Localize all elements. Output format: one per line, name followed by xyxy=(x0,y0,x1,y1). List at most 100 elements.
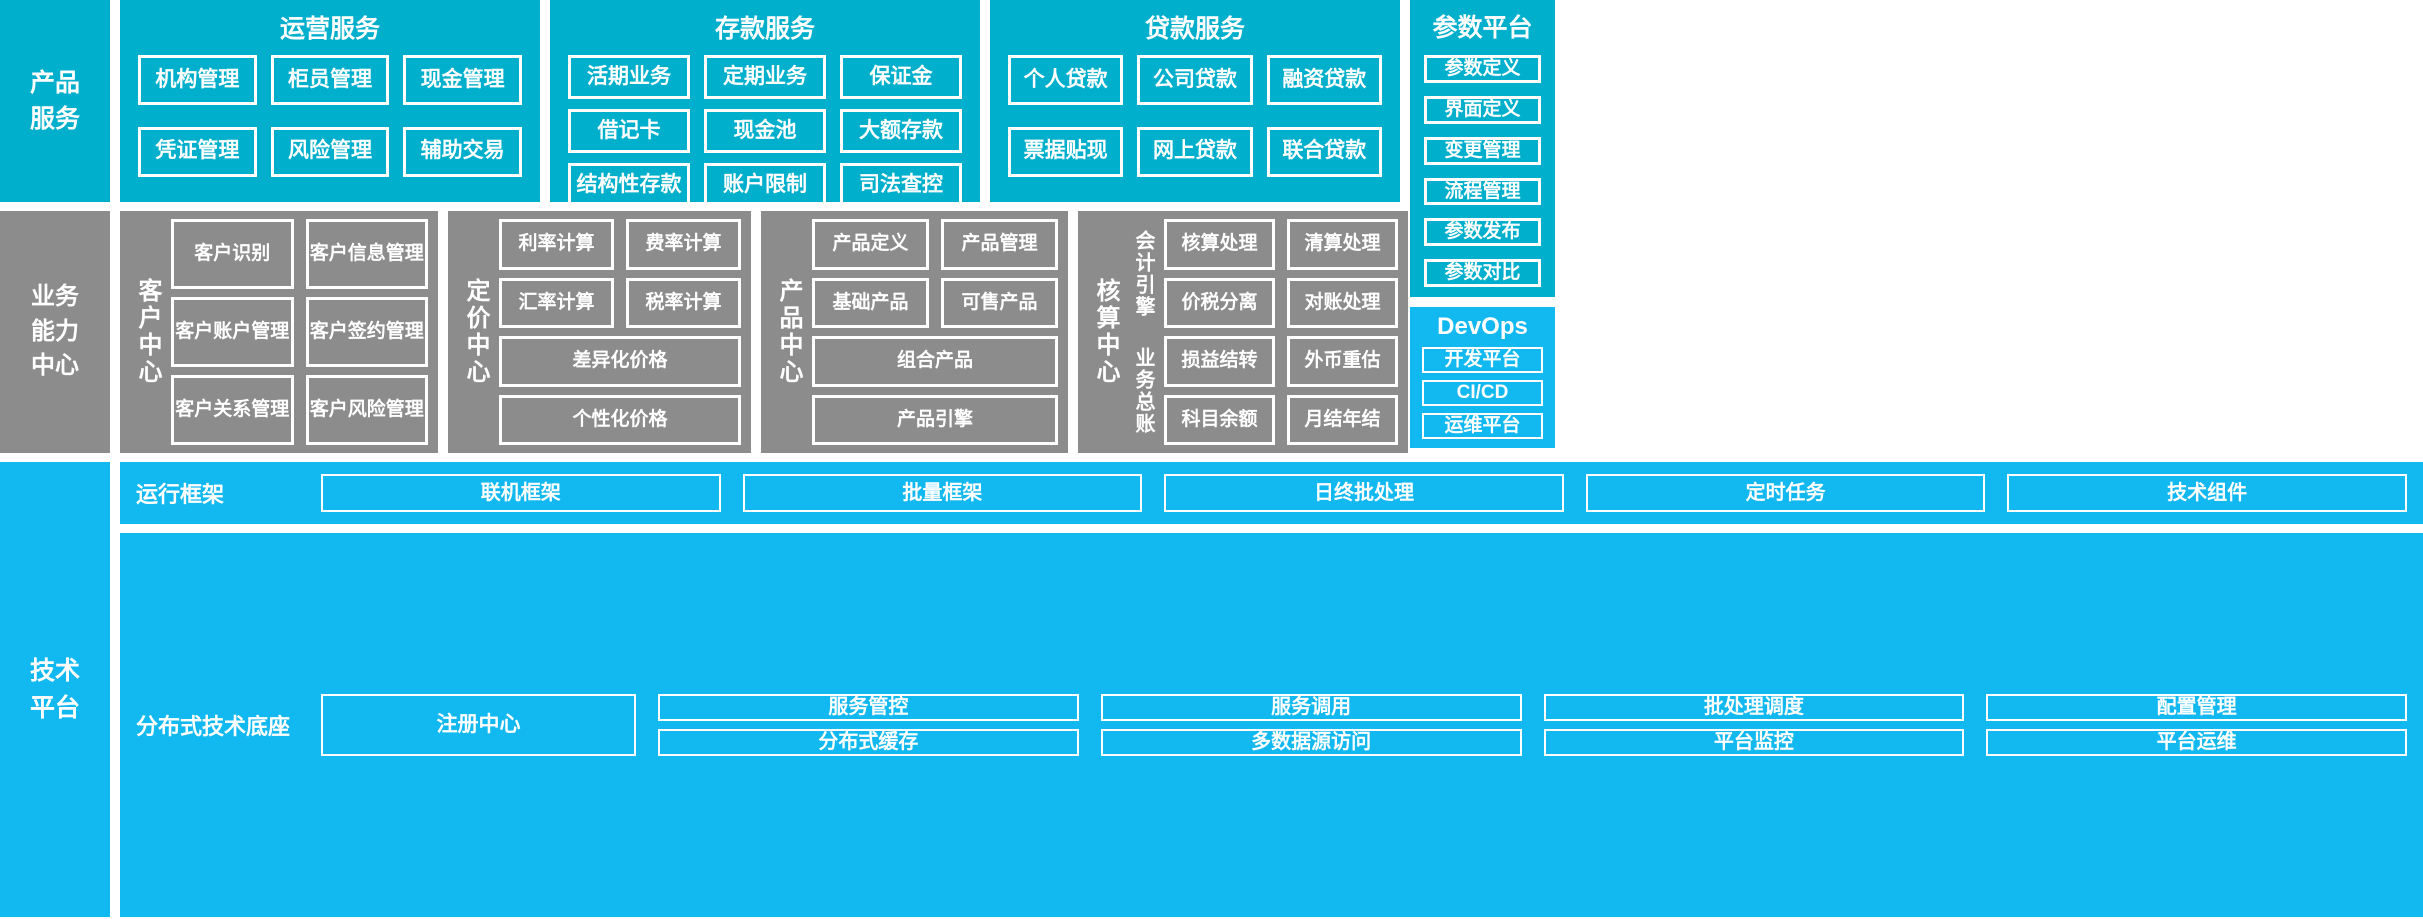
center-row: 客户关系管理 客户风险管理 xyxy=(171,375,428,445)
parameter-tile[interactable]: 流程管理 xyxy=(1424,177,1541,206)
devops-title: DevOps xyxy=(1437,313,1528,341)
service-tile[interactable]: 司法查控 xyxy=(840,163,962,207)
distributed-base-grid: 服务管控 分布式缓存 服务调用 多数据源访问 批处理调度 平台监控 配置管理 xyxy=(658,694,2407,756)
capability-tile[interactable]: 核算处理 xyxy=(1164,219,1275,270)
service-tile[interactable]: 活期业务 xyxy=(568,55,690,99)
business-capability-layer: 业务能力中心 客户中心 客户识别 客户信息管理 客户账户管理 客户签约管理 客户… xyxy=(0,211,2423,453)
devops-tile[interactable]: CI/CD xyxy=(1422,379,1543,406)
service-tile[interactable]: 辅助交易 xyxy=(403,126,523,177)
parameter-platform-items: 参数定义 界面定义 变更管理 流程管理 参数发布 参数对比 xyxy=(1424,55,1541,288)
tech-tile[interactable]: 批量框架 xyxy=(742,474,1143,512)
tech-tile[interactable]: 日终批处理 xyxy=(1164,474,1564,512)
devops-tile[interactable]: 运维平台 xyxy=(1422,412,1543,439)
service-tile[interactable]: 定期业务 xyxy=(704,55,826,99)
service-tile[interactable]: 账户限制 xyxy=(704,163,826,207)
capability-tile[interactable]: 汇率计算 xyxy=(499,277,614,328)
base-column: 批处理调度 平台监控 xyxy=(1543,694,1965,756)
center-product: 产品中心 产品定义 产品管理 基础产品 可售产品 组合产品 产品引擎 xyxy=(761,211,1068,453)
capability-tile[interactable]: 可售产品 xyxy=(941,277,1058,328)
tech-tile-registry-center[interactable]: 注册中心 xyxy=(321,694,636,756)
layer-label-business-capability: 业务能力中心 xyxy=(0,211,110,453)
service-tile[interactable]: 凭证管理 xyxy=(138,126,257,177)
tech-tile[interactable]: 配置管理 xyxy=(1986,694,2407,721)
capability-tile[interactable]: 组合产品 xyxy=(812,336,1058,387)
tech-tile[interactable]: 定时任务 xyxy=(1585,474,1986,512)
tech-tile[interactable]: 技术组件 xyxy=(2007,474,2407,512)
parameter-tile[interactable]: 参数发布 xyxy=(1424,218,1541,247)
center-row: 利率计算 费率计算 xyxy=(499,219,741,270)
center-row: 科目余额 月结年结 xyxy=(1164,394,1398,445)
parameter-tile[interactable]: 界面定义 xyxy=(1424,95,1541,124)
capability-tile[interactable]: 客户信息管理 xyxy=(305,219,428,289)
capability-tile[interactable]: 客户识别 xyxy=(171,219,294,289)
layer-label-technology-platform: 技术平台 xyxy=(0,462,110,917)
service-tile[interactable]: 融资贷款 xyxy=(1266,55,1382,105)
subgroup-label-accounting-engine: 会计引擎 xyxy=(1132,229,1154,318)
tech-tile[interactable]: 批处理调度 xyxy=(1543,694,1965,721)
capability-tile[interactable]: 税率计算 xyxy=(626,277,741,328)
service-group-deposits: 存款服务 活期业务 定期业务 保证金 借记卡 现金池 大额存款 结构性存款 账户… xyxy=(550,0,980,207)
group-items-deposits: 活期业务 定期业务 保证金 借记卡 现金池 大额存款 结构性存款 账户限制 司法… xyxy=(568,55,962,207)
tech-tile[interactable]: 分布式缓存 xyxy=(658,729,1079,756)
capability-tile[interactable]: 差异化价格 xyxy=(499,336,741,387)
capability-tile[interactable]: 对账处理 xyxy=(1287,277,1398,328)
service-tile[interactable]: 票据贴现 xyxy=(1008,126,1124,177)
capability-tile[interactable]: 利率计算 xyxy=(499,219,614,270)
service-tile[interactable]: 现金池 xyxy=(704,109,826,153)
capability-tile[interactable]: 价税分离 xyxy=(1164,277,1275,328)
center-row: 损益结转 外币重估 xyxy=(1164,336,1398,387)
service-tile[interactable]: 大额存款 xyxy=(840,109,962,153)
service-tile[interactable]: 联合贷款 xyxy=(1266,126,1382,177)
service-tile[interactable]: 公司贷款 xyxy=(1137,55,1253,105)
tech-tile[interactable]: 服务调用 xyxy=(1100,694,1522,721)
capability-tile[interactable]: 产品引擎 xyxy=(812,394,1058,445)
capability-tile[interactable]: 清算处理 xyxy=(1287,219,1398,270)
service-tile[interactable]: 结构性存款 xyxy=(568,163,690,207)
service-tile[interactable]: 网上贷款 xyxy=(1137,126,1253,177)
tech-tile[interactable]: 联机框架 xyxy=(321,474,721,512)
center-body-customer: 客户识别 客户信息管理 客户账户管理 客户签约管理 客户关系管理 客户风险管理 xyxy=(165,219,428,445)
subgroup-items-accounting-engine: 核算处理 清算处理 价税分离 对账处理 xyxy=(1164,219,1398,328)
center-row: 产品引擎 xyxy=(812,394,1058,445)
devops-panel: DevOps 开发平台 CI/CD 运维平台 xyxy=(1410,307,1555,448)
capability-tile[interactable]: 月结年结 xyxy=(1287,394,1398,445)
service-tile[interactable]: 个人贷款 xyxy=(1008,55,1124,105)
capability-tile[interactable]: 客户账户管理 xyxy=(171,297,294,367)
capability-tile[interactable]: 外币重估 xyxy=(1287,336,1398,387)
tech-tile[interactable]: 多数据源访问 xyxy=(1100,729,1522,756)
band-label-runtime: 运行框架 xyxy=(136,482,225,507)
tech-tile[interactable]: 平台运维 xyxy=(1986,729,2407,756)
parameter-tile[interactable]: 参数对比 xyxy=(1424,259,1541,288)
service-tile[interactable]: 借记卡 xyxy=(568,109,690,153)
capability-tile[interactable]: 客户签约管理 xyxy=(305,297,428,367)
parameter-tile[interactable]: 变更管理 xyxy=(1424,136,1541,165)
band-items-runtime: 联机框架 批量框架 日终批处理 定时任务 技术组件 xyxy=(321,474,2407,512)
capability-tile[interactable]: 产品定义 xyxy=(812,219,929,270)
capability-tile[interactable]: 科目余额 xyxy=(1164,394,1275,445)
capability-tile[interactable]: 基础产品 xyxy=(812,277,929,328)
service-tile[interactable]: 保证金 xyxy=(840,55,962,99)
subgroup-items-general-ledger: 损益结转 外币重估 科目余额 月结年结 xyxy=(1164,336,1398,445)
devops-tile[interactable]: 开发平台 xyxy=(1422,347,1543,373)
service-tile[interactable]: 风险管理 xyxy=(270,126,390,177)
service-tile[interactable]: 现金管理 xyxy=(403,55,523,105)
capability-tile[interactable]: 费率计算 xyxy=(626,219,741,270)
parameter-tile[interactable]: 参数定义 xyxy=(1424,55,1541,83)
tech-tile[interactable]: 服务管控 xyxy=(658,694,1079,721)
tech-tile[interactable]: 平台监控 xyxy=(1543,729,1965,756)
center-row: 客户账户管理 客户签约管理 xyxy=(171,297,428,367)
capability-tile[interactable]: 客户风险管理 xyxy=(305,375,428,445)
center-pricing: 定价中心 利率计算 费率计算 汇率计算 税率计算 差异化价格 个性化价格 xyxy=(448,211,751,453)
technology-bands: 运行框架 联机框架 批量框架 日终批处理 定时任务 技术组件 分布式技术底座 注… xyxy=(120,462,2423,917)
tech-band-runtime: 运行框架 联机框架 批量框架 日终批处理 定时任务 技术组件 xyxy=(120,462,2423,524)
capability-tile[interactable]: 产品管理 xyxy=(941,219,1058,270)
capability-tile[interactable]: 客户关系管理 xyxy=(171,375,294,445)
capability-tile[interactable]: 个性化价格 xyxy=(499,394,741,445)
capability-tile[interactable]: 损益结转 xyxy=(1164,336,1275,387)
service-group-operations: 运营服务 机构管理 柜员管理 现金管理 凭证管理 风险管理 辅助交易 xyxy=(120,0,540,202)
center-row: 产品定义 产品管理 xyxy=(812,219,1058,270)
service-tile[interactable]: 机构管理 xyxy=(138,55,257,105)
service-tile[interactable]: 柜员管理 xyxy=(270,55,390,105)
group-items-loans: 个人贷款 公司贷款 融资贷款 票据贴现 网上贷款 联合贷款 xyxy=(1008,55,1382,188)
